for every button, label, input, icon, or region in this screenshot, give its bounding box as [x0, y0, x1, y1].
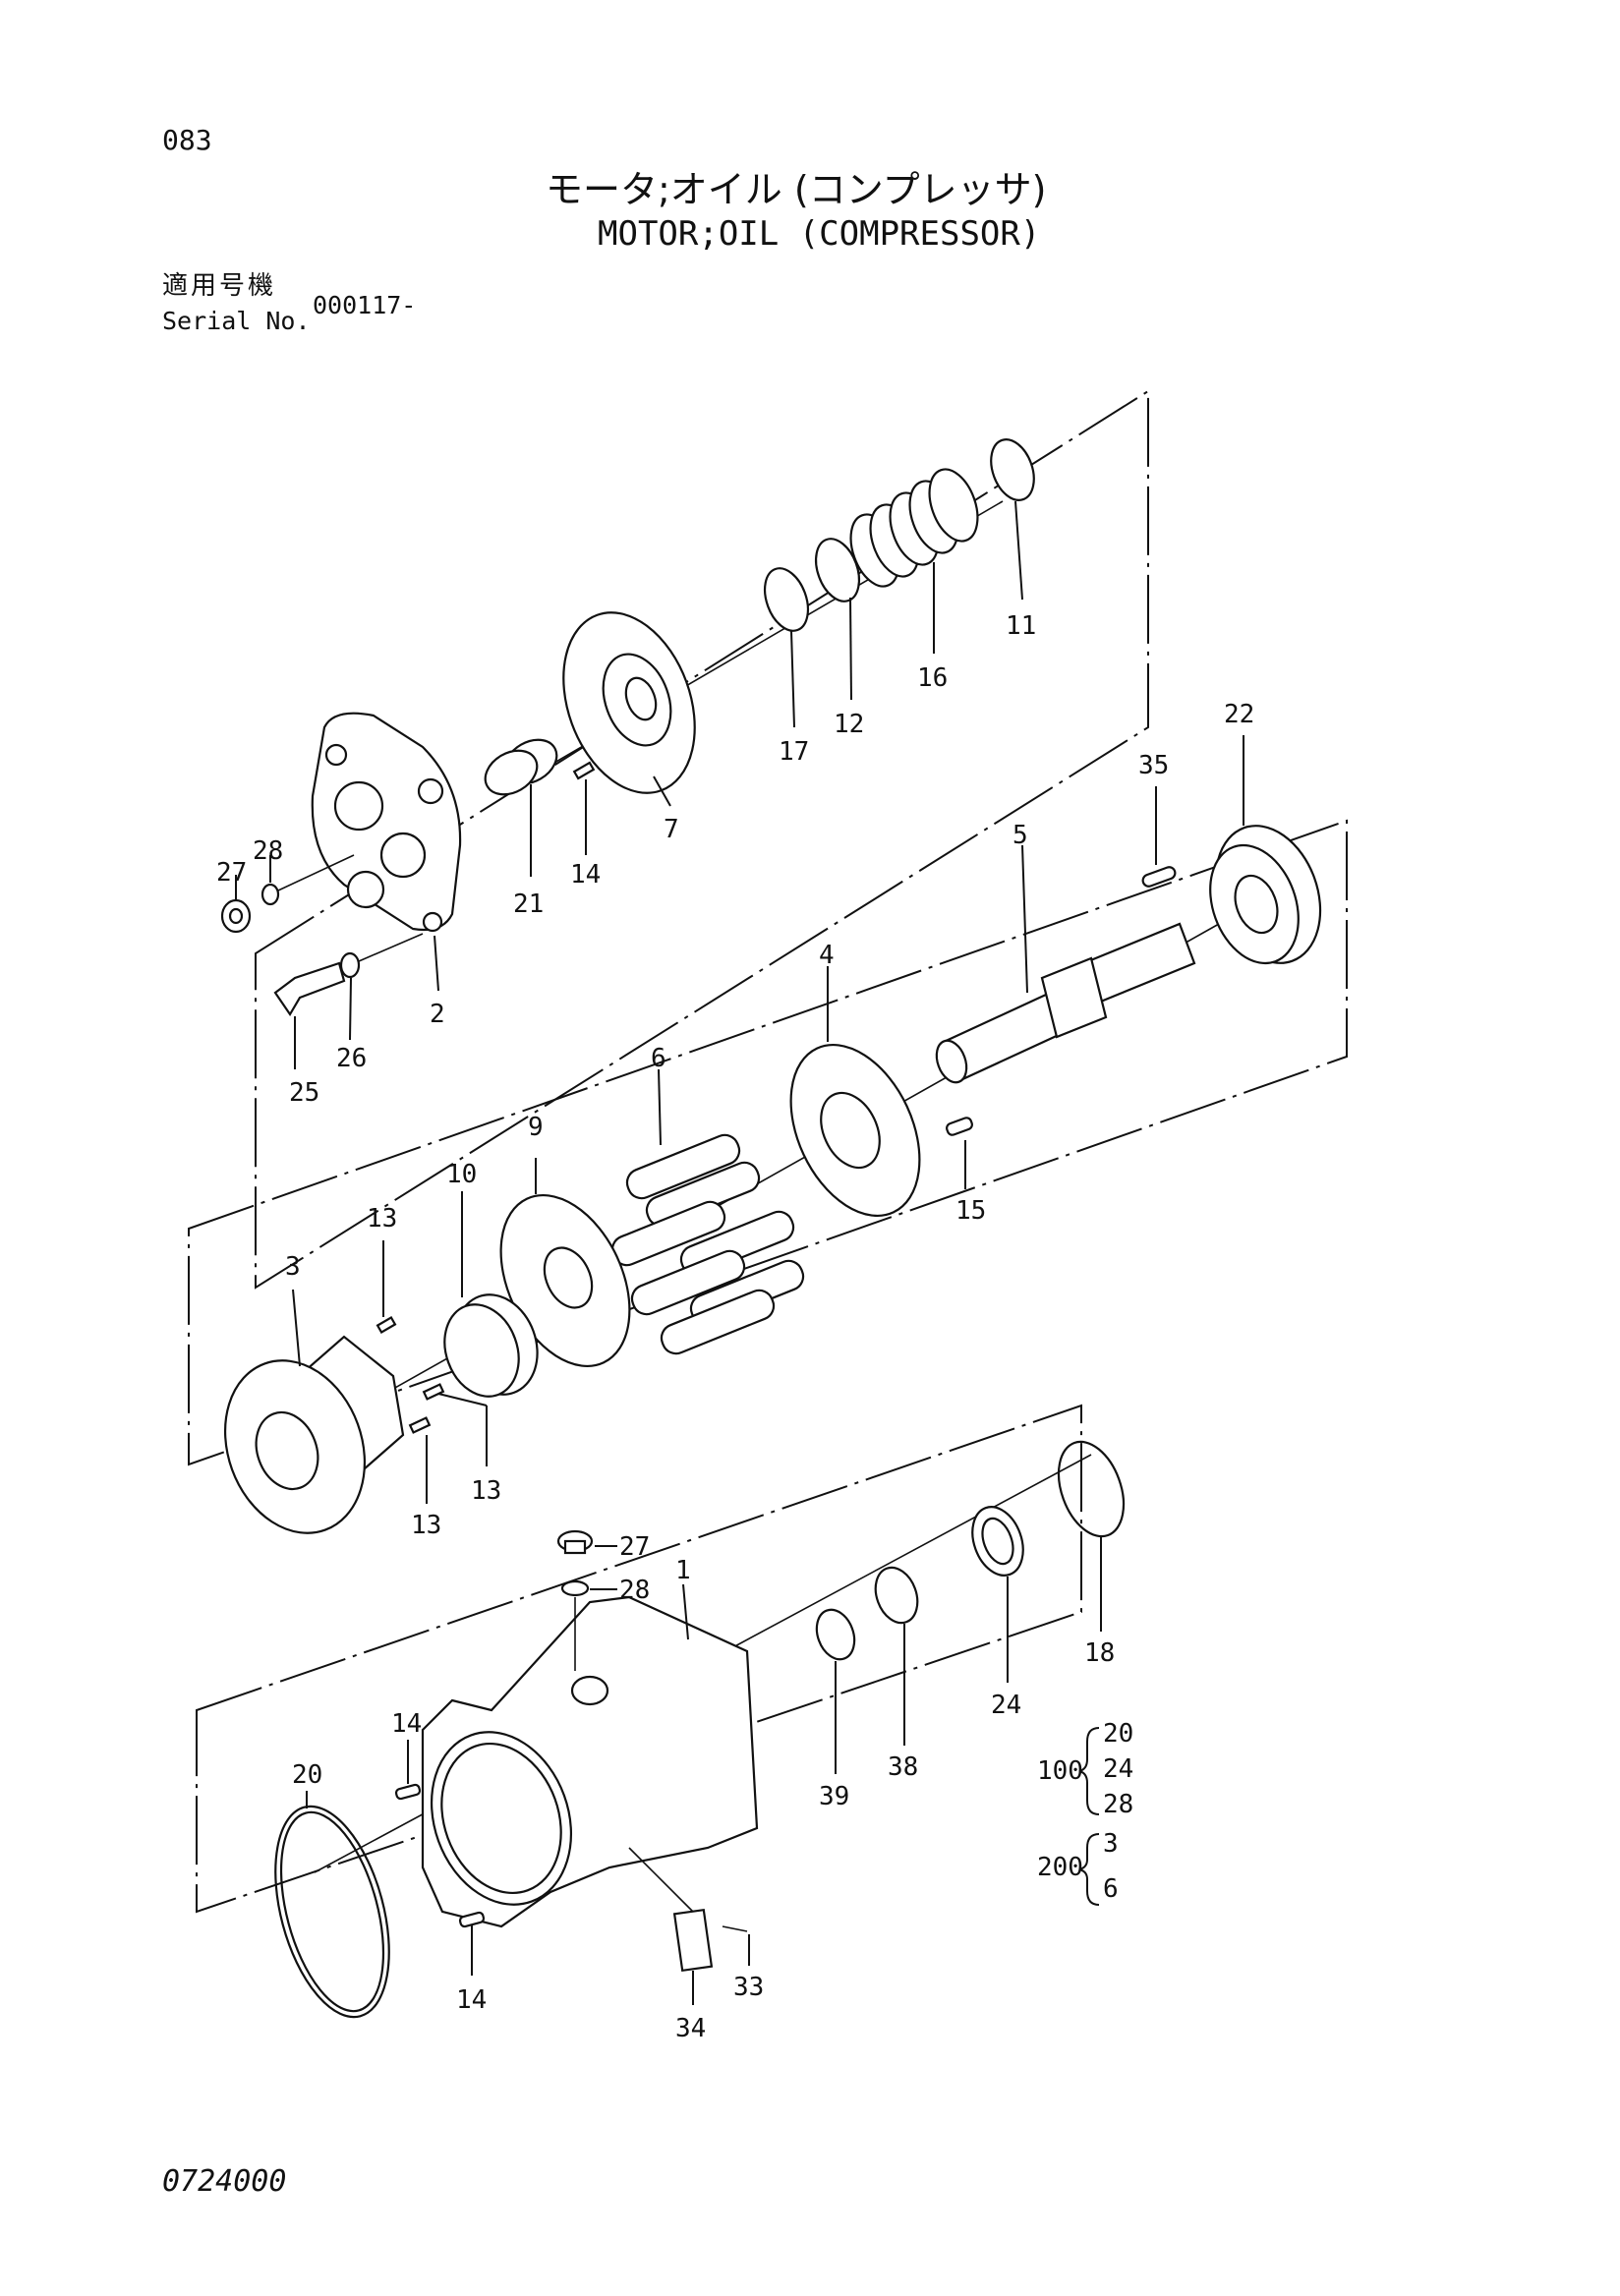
pin-part-15 [946, 1117, 973, 1136]
callout-20: 20 [292, 1760, 322, 1790]
callout-38: 38 [888, 1752, 918, 1782]
pin-part-14-top [572, 761, 596, 780]
pin-part-14-bottom-b [458, 1911, 486, 1928]
callout-27-bottom: 27 [619, 1532, 650, 1562]
callout-34: 34 [675, 2014, 706, 2043]
callout-11: 11 [1006, 611, 1036, 641]
page-number: 083 [162, 124, 212, 156]
callout-21: 21 [513, 890, 544, 919]
kit-200-part-b: 6 [1103, 1874, 1119, 1904]
callout-14-bottom-b: 14 [456, 1985, 487, 2015]
washer-part-26 [339, 933, 424, 979]
key-part-35 [1141, 866, 1177, 888]
part-callouts: 11 12 16 17 7 21 14 2 25 26 27 28 22 35 … [216, 611, 1254, 2043]
callout-26: 26 [336, 1044, 367, 1073]
snap-ring-part-17 [763, 567, 810, 632]
callout-3: 3 [285, 1252, 301, 1282]
swash-plate-part-7 [562, 611, 696, 794]
callout-14-top: 14 [570, 860, 601, 890]
callout-18: 18 [1084, 1638, 1115, 1668]
kit-100-part-c: 28 [1103, 1790, 1133, 1819]
title-japanese: モータ;オイル (コンプレッサ) [546, 168, 1047, 211]
callout-5: 5 [1012, 821, 1028, 850]
callout-25: 25 [289, 1078, 319, 1108]
retainer-plate-part-9 [499, 1193, 631, 1368]
ball-bearing-part-22 [1209, 825, 1322, 965]
bolt-part-25 [273, 961, 346, 1017]
rivet-part-33 [722, 1925, 748, 1932]
kit-200-part-a: 3 [1103, 1829, 1119, 1859]
callout-33: 33 [733, 1973, 764, 2002]
ring-part-10 [443, 1293, 539, 1398]
kit-100: 100 20 24 28 [1037, 1719, 1133, 1819]
snap-ring-part-38 [874, 1566, 919, 1625]
kit-200-id: 200 [1037, 1853, 1083, 1882]
callout-9: 9 [528, 1113, 544, 1142]
callout-28-bottom: 28 [619, 1576, 650, 1605]
callout-27-top: 27 [216, 858, 247, 888]
kit-100-id: 100 [1037, 1756, 1083, 1786]
shaft-part-5 [935, 922, 1196, 1084]
callout-1: 1 [675, 1556, 691, 1585]
callout-35: 35 [1138, 751, 1169, 780]
kit-100-part-b: 24 [1103, 1754, 1133, 1784]
callout-17: 17 [779, 737, 809, 767]
callout-6: 6 [651, 1044, 666, 1073]
title-english: MOTOR;OIL (COMPRESSOR) [598, 214, 1041, 254]
plug-part-27-top [220, 898, 252, 934]
ring-part-39 [815, 1608, 856, 1661]
shim-part-24 [971, 1506, 1024, 1577]
callout-13-right: 13 [471, 1476, 501, 1506]
serial-label-english: Serial No. [162, 307, 311, 335]
callout-12: 12 [834, 710, 864, 739]
serial-number-value: 000117- [313, 291, 417, 319]
callout-13-lower: 13 [411, 1511, 441, 1540]
callout-39: 39 [819, 1782, 849, 1811]
callout-24: 24 [991, 1691, 1021, 1720]
ring-part-11 [990, 438, 1035, 501]
o-ring-part-28-bottom [560, 1579, 590, 1671]
piston-set-part-6 [610, 1133, 805, 1355]
pins-part-13 [376, 1316, 445, 1434]
pin-part-14-bottom-a [394, 1783, 422, 1801]
callout-15: 15 [955, 1196, 986, 1226]
phantom-frame-bottom [196, 1404, 1082, 1914]
phantom-frame-top [255, 389, 1149, 1290]
o-ring-part-28-top [260, 854, 355, 906]
thrust-plate-part-4 [789, 1043, 921, 1218]
kit-200: 200 3 6 [1037, 1829, 1119, 1906]
callout-13-upper: 13 [367, 1204, 397, 1234]
spring-part-16 [849, 468, 979, 588]
name-plate-part-34 [628, 1847, 714, 1973]
leader-lines [235, 500, 1244, 2005]
phantom-frame-middle [188, 819, 1348, 1466]
needle-bearing-part-21 [484, 738, 558, 796]
cylinder-block-part-3 [223, 1335, 405, 1534]
casing-part-1 [421, 1595, 759, 1928]
callout-28-top: 28 [253, 836, 283, 866]
callout-2: 2 [430, 1000, 445, 1029]
callout-16: 16 [917, 663, 948, 693]
callout-22: 22 [1224, 700, 1254, 729]
plug-part-27-bottom [556, 1529, 594, 1555]
callout-7: 7 [664, 815, 679, 844]
kit-100-part-a: 20 [1103, 1719, 1133, 1749]
housing-cover-part-2 [311, 712, 462, 933]
snap-ring-part-18 [1057, 1440, 1126, 1538]
callout-14-bottom-a: 14 [391, 1709, 422, 1739]
document-code: 0724000 [162, 2164, 287, 2199]
callout-10: 10 [446, 1160, 477, 1189]
o-ring-part-20 [274, 1805, 390, 2019]
callout-4: 4 [819, 941, 835, 970]
serial-label-japanese: 適用号機 [162, 271, 277, 301]
